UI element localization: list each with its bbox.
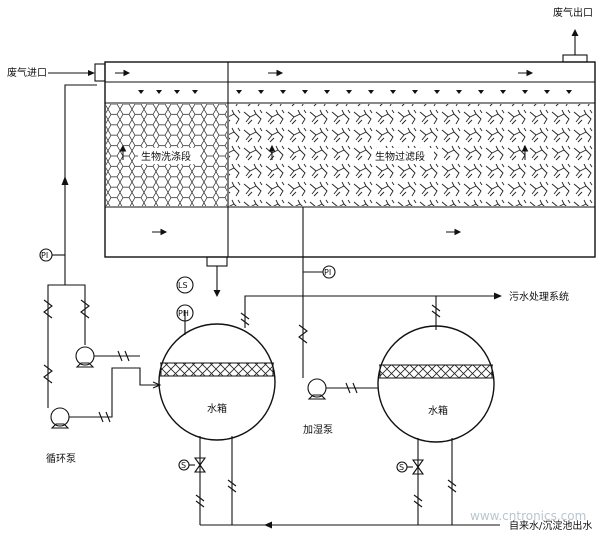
bottom-lines: S S 自来水/沉淀池出水 <box>178 436 592 532</box>
pump-lower <box>50 407 70 427</box>
circulation-pump-label: 循环泵 <box>46 452 76 465</box>
exhaust-inlet-label: 废气进口 <box>7 66 47 79</box>
water-tank-left: 水箱 LS PH <box>158 276 276 441</box>
tower-outline <box>104 61 596 258</box>
exhaust-outlet-label: 废气出口 <box>553 6 593 19</box>
spray-nozzles <box>138 90 572 94</box>
flow-arrows <box>115 69 534 236</box>
water-tank-left-label: 水箱 <box>207 402 227 415</box>
water-tank-right-label: 水箱 <box>428 404 448 417</box>
washing-label-bg <box>138 148 200 164</box>
circulation-line: PI <box>39 84 97 345</box>
valve-s-right-label: S <box>399 463 404 472</box>
valve-s-left-label: S <box>181 461 186 470</box>
bio-washing-label: 生物洗涤段 <box>141 150 191 163</box>
ph-label: PH <box>178 309 189 318</box>
watermark: www.cntronics.com <box>470 509 586 523</box>
dosing-line: PI 加湿泵 <box>298 257 378 436</box>
tower: 生物洗涤段 生物过滤段 <box>104 61 596 258</box>
pump-upper <box>75 346 95 366</box>
pi-left-label: PI <box>41 251 48 260</box>
tap-water-label: 自来水/沉淀池出水 <box>509 519 592 532</box>
exhaust-outlet: 废气出口 <box>553 6 593 63</box>
water-tank-right: 水箱 <box>377 325 495 443</box>
bio-filter-label: 生物过滤段 <box>375 150 425 163</box>
filter-label-bg <box>372 148 434 164</box>
pi-mid-label: PI <box>324 268 331 277</box>
circulation-pumps: 循环泵 <box>43 345 162 465</box>
dosing-pump <box>307 378 327 398</box>
exhaust-inlet: 废气进口 <box>7 63 106 82</box>
tower-drain <box>206 256 228 297</box>
sewage-system-label: 污水处理系统 <box>509 290 569 303</box>
ls-label: LS <box>178 281 188 290</box>
dosing-pump-label: 加湿泵 <box>303 424 333 436</box>
sewage-line: 污水处理系统 <box>240 290 569 330</box>
